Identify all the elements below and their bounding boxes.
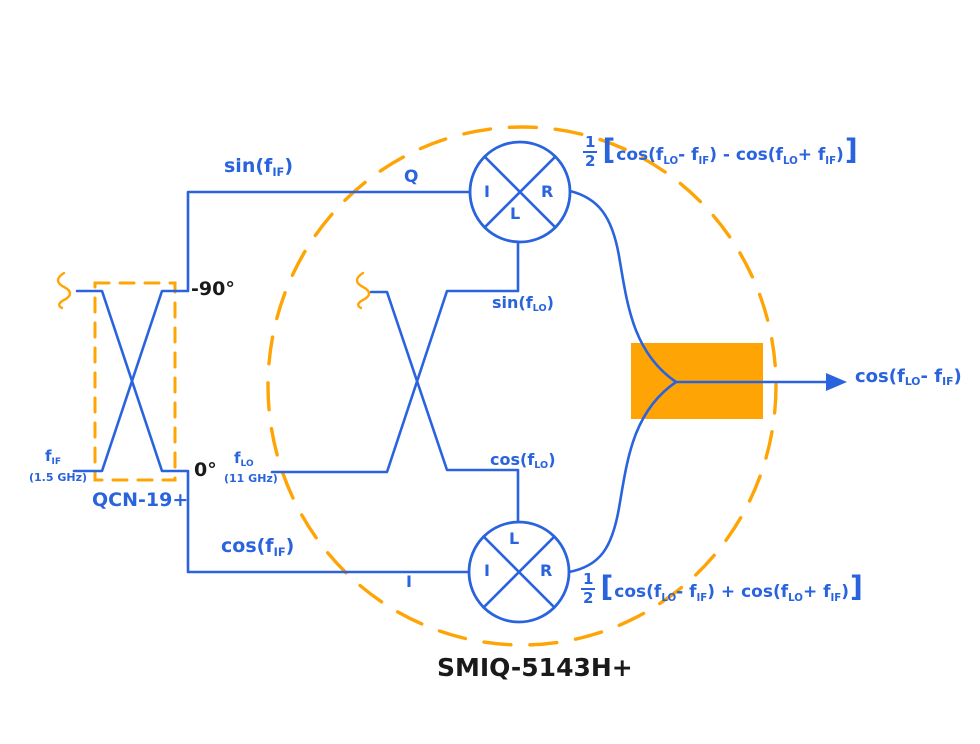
label-qcn-part-number: QCN-19+ [92, 489, 189, 511]
label-fif-input: fIF [45, 447, 62, 467]
label-flo-freq: (11 GHz) [224, 472, 278, 485]
termination-icon-qcn [56, 271, 72, 310]
formula-top-mixer-output: 1 2 [cos(fLO- fIF) - cos(fLO+ fIF)] [583, 134, 859, 169]
smiq-dashed-boundary [266, 125, 778, 647]
label-cos-fif: cos(fIF) [221, 535, 295, 559]
label-port-neg90: -90° [191, 278, 235, 300]
label-output-signal: cos(fLO- fIF) [855, 366, 962, 389]
qcn-path-to-0 [75, 289, 471, 574]
bottom-mixer-output-curve [567, 380, 678, 574]
top-mixer-output-curve [568, 189, 678, 384]
lo-path-to-sin [270, 240, 520, 474]
label-sin-fif: sin(fIF) [224, 155, 294, 179]
output-arrowhead [826, 373, 847, 391]
qcn-path-to-neg90 [72, 190, 472, 473]
mixer-bottom-port-r: R [540, 561, 553, 580]
label-q-port: Q [404, 167, 419, 187]
mixer-bottom-port-l: L [509, 529, 520, 548]
formula-top-expression: [cos(fLO- fIF) - cos(fLO+ fIF)] [602, 133, 858, 167]
one-half-fraction: 1 2 [583, 133, 598, 170]
label-port-0: 0° [194, 459, 217, 481]
mixer-bottom-port-i: I [484, 561, 490, 580]
termination-icon-lo [355, 271, 371, 310]
label-cos-flo: cos(fLO) [490, 450, 556, 472]
mixer-top-port-r: R [541, 182, 554, 201]
label-flo-input: fLO [234, 449, 254, 469]
label-i-port: I [406, 572, 412, 591]
mixer-top-port-i: I [484, 182, 490, 201]
label-sin-flo: sin(fLO) [492, 293, 554, 315]
mixer-top-port-l: L [510, 204, 521, 223]
lo-path-to-cos [369, 290, 520, 524]
qcn-dashed-boundary [93, 281, 177, 482]
one-half-fraction: 1 2 [581, 570, 596, 607]
formula-bottom-mixer-output: 1 2 [cos(fLO- fIF) + cos(fLO+ fIF)] [581, 571, 864, 606]
formula-bottom-expression: [cos(fLO- fIF) + cos(fLO+ fIF)] [600, 570, 863, 604]
label-smiq-part-number: SMIQ-5143H+ [437, 653, 633, 682]
label-fif-freq: (1.5 GHz) [29, 471, 88, 484]
